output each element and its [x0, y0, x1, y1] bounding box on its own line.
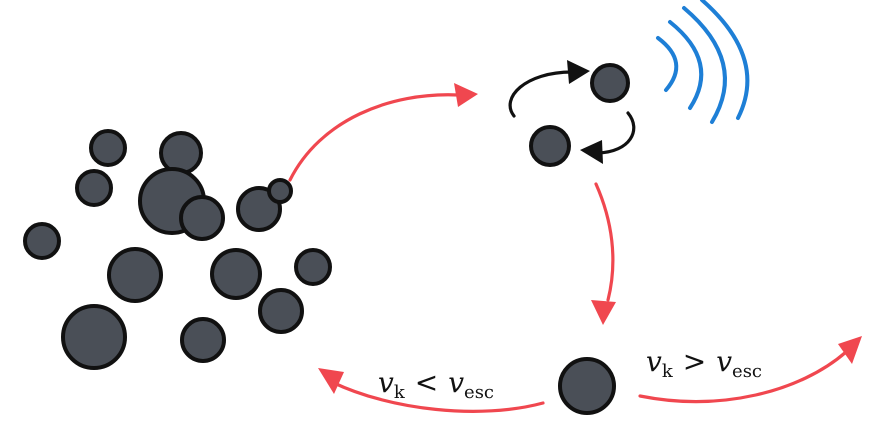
orbit-arrow-lower	[580, 111, 636, 164]
cluster-body	[180, 317, 226, 363]
binary-system	[508, 60, 636, 167]
cluster-body	[210, 248, 262, 300]
cluster-body	[258, 288, 304, 334]
arrow-cluster-to-binary	[288, 83, 478, 182]
binary-body-upper	[590, 63, 630, 103]
cluster-body	[179, 195, 225, 241]
label-retained-text: vk<vesc	[378, 366, 494, 403]
arrow-retained	[318, 368, 545, 413]
cluster-body	[89, 129, 127, 167]
gravitational-waves-icon	[656, 6, 727, 124]
cluster-body	[294, 248, 332, 286]
binary-body-lower	[529, 125, 571, 167]
cluster-body	[75, 169, 113, 207]
label-retained: vk<vesc	[378, 366, 494, 403]
cluster-body	[23, 222, 61, 260]
merger-remnant	[558, 357, 616, 415]
arrow-binary-to-remnant	[591, 182, 616, 325]
star-cluster	[23, 129, 332, 370]
cluster-body	[107, 247, 163, 303]
gravitational-waves-icon-extra	[700, 0, 750, 120]
label-ejected: vk>vesc	[646, 345, 762, 382]
label-ejected-text: vk>vesc	[646, 345, 762, 382]
cluster-body	[159, 131, 203, 175]
arrow-ejected	[638, 336, 862, 404]
cluster-body	[267, 178, 293, 204]
cluster-body	[61, 304, 127, 370]
orbit-arrow-upper	[508, 60, 590, 118]
